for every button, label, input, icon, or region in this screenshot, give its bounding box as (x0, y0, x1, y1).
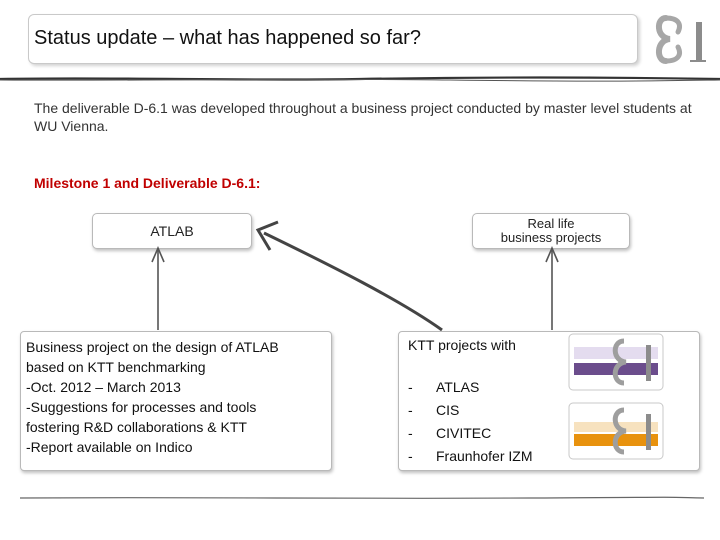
project-line: based on KTT benchmarking (26, 357, 326, 377)
atlab-box: ATLAB (92, 213, 252, 249)
list-bullet: - (408, 399, 436, 422)
ktt-list: - ATLAS - CIS - CIVITEC - Fraunhofer IZM (408, 376, 532, 468)
list-bullet: - (408, 422, 436, 445)
real-life-box: Real life business projects (472, 213, 630, 249)
list-bullet: - (408, 376, 436, 399)
logo-icon (652, 12, 710, 66)
footer-divider (20, 496, 704, 500)
project-line: -Oct. 2012 – March 2013 (26, 377, 326, 397)
intro-text: The deliverable D-6.1 was developed thro… (34, 99, 694, 135)
atlab-project-text: Business project on the design of ATLAB … (26, 337, 326, 457)
project-line: -Report available on Indico (26, 437, 326, 457)
list-item: - ATLAS (408, 376, 532, 399)
project-line: -Suggestions for processes and tools (26, 397, 326, 417)
real-life-line2: business projects (473, 231, 629, 245)
real-life-line1: Real life (473, 217, 629, 231)
list-item-text: ATLAS (436, 376, 479, 399)
ktt-heading: KTT projects with (408, 337, 516, 353)
list-item: - CIVITEC (408, 422, 532, 445)
project-line: fostering R&D collaborations & KTT (26, 417, 326, 437)
list-item-text: CIS (436, 399, 459, 422)
header-divider (0, 76, 720, 82)
atlab-label: ATLAB (93, 223, 251, 239)
list-item: - Fraunhofer IZM (408, 445, 532, 468)
milestone-heading: Milestone 1 and Deliverable D-6.1: (34, 175, 260, 191)
project-line: Business project on the design of ATLAB (26, 337, 326, 357)
business-planning-badge-icon (568, 402, 664, 460)
entrepreneurship-badge-icon (568, 333, 664, 391)
list-item: - CIS (408, 399, 532, 422)
list-item-text: CIVITEC (436, 422, 491, 445)
atlab-project-panel: Business project on the design of ATLAB … (20, 331, 332, 471)
list-bullet: - (408, 445, 436, 468)
slide-title: Status update – what has happened so far… (34, 27, 421, 50)
list-item-text: Fraunhofer IZM (436, 445, 532, 468)
